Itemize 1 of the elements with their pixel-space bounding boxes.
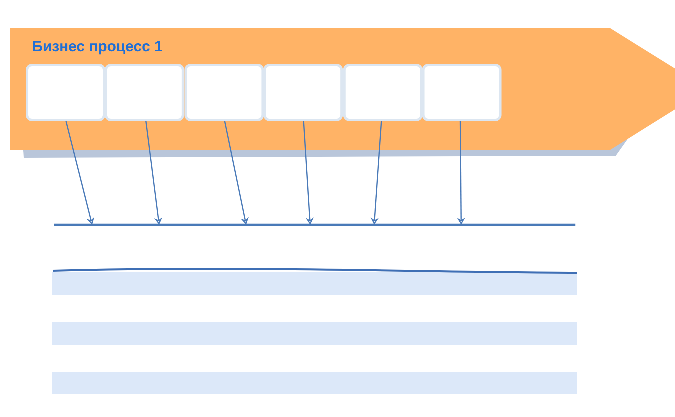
- target-line: [54, 224, 576, 226]
